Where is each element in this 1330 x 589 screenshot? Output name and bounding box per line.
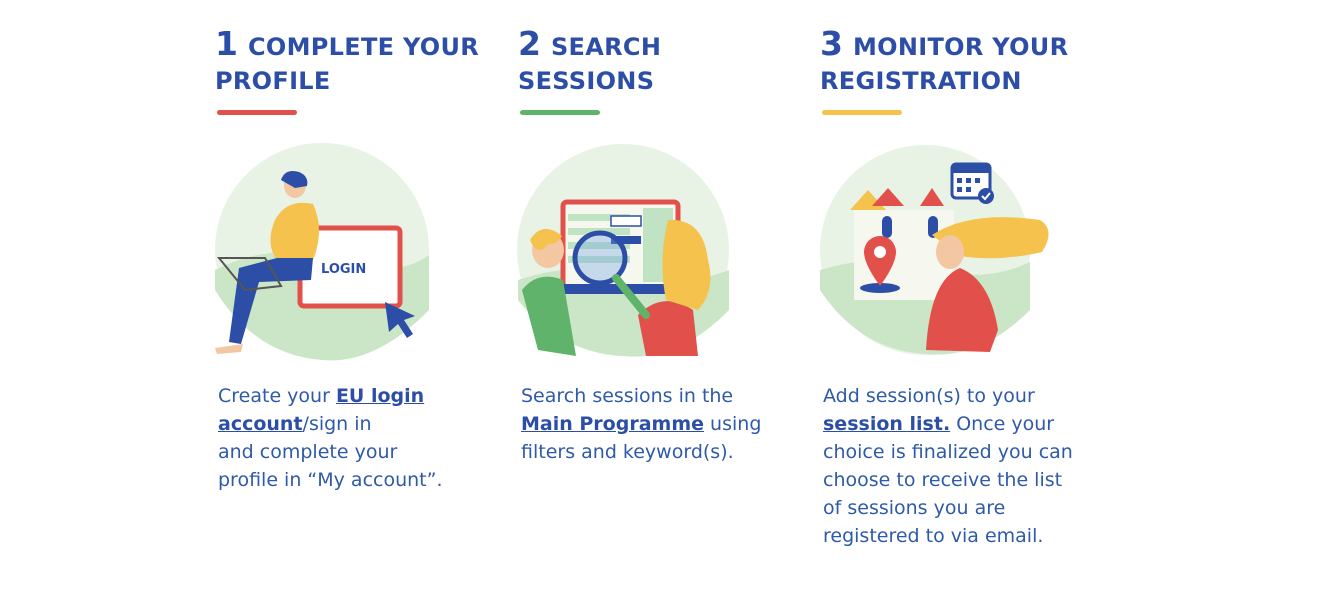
step-heading: 1 COMPLETE YOUR PROFILE <box>215 26 515 96</box>
step-title-line1: COMPLETE YOUR <box>247 33 480 61</box>
eu-login-account-link[interactable]: account <box>218 413 303 435</box>
step-number: 1 <box>215 24 238 63</box>
step-title-line2: SESSIONS <box>518 67 655 95</box>
step-description: Create your EU login account/sign in and… <box>218 385 443 491</box>
person-laptop-icon <box>215 171 319 354</box>
location-pin-icon <box>860 236 900 293</box>
step-heading: 2 SEARCH SESSIONS <box>518 26 818 96</box>
step-title-line2: REGISTRATION <box>820 67 1022 95</box>
step-underline <box>520 110 600 115</box>
calendar-check-icon <box>950 162 994 204</box>
main-programme-link[interactable]: Main Programme <box>521 413 705 435</box>
step-underline <box>217 110 297 115</box>
step-heading: 3 MONITOR YOUR REGISTRATION <box>820 26 1120 96</box>
step-number: 2 <box>518 24 541 63</box>
illustration-registration <box>820 140 1060 370</box>
step-underline <box>822 110 902 115</box>
eu-login-link[interactable]: EU login <box>335 385 425 407</box>
cursor-arrow-icon <box>385 302 415 338</box>
step-title-line2: PROFILE <box>215 67 331 95</box>
illustration-search <box>517 140 758 370</box>
step-number: 3 <box>820 24 843 63</box>
magnifier-icon <box>572 230 650 319</box>
illustration-login: LOGIN <box>215 140 455 370</box>
step-title-line1: MONITOR YOUR <box>852 33 1069 61</box>
session-list-link[interactable]: session list. <box>823 413 951 435</box>
login-screen-label: LOGIN <box>321 262 366 277</box>
step-title-line1: SEARCH <box>550 33 662 61</box>
step-description: Add session(s) to your session list. Onc… <box>823 385 1073 547</box>
step-description: Search sessions in the Main Programme us… <box>521 385 762 463</box>
